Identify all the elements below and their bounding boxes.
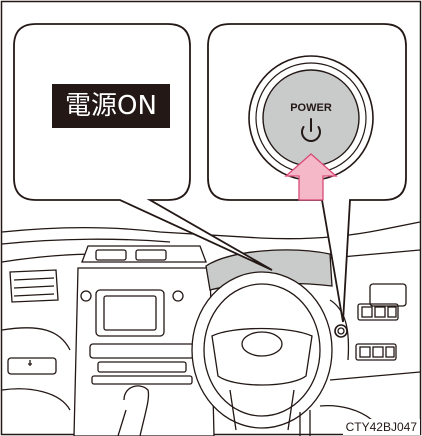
press-arrow-icon xyxy=(284,153,338,201)
power-button-label: POWER xyxy=(290,102,332,114)
meter-display-status: 電源ON xyxy=(52,84,170,128)
power-symbol-icon xyxy=(301,118,321,142)
figure-code: CTY42BJ047 xyxy=(342,419,420,435)
